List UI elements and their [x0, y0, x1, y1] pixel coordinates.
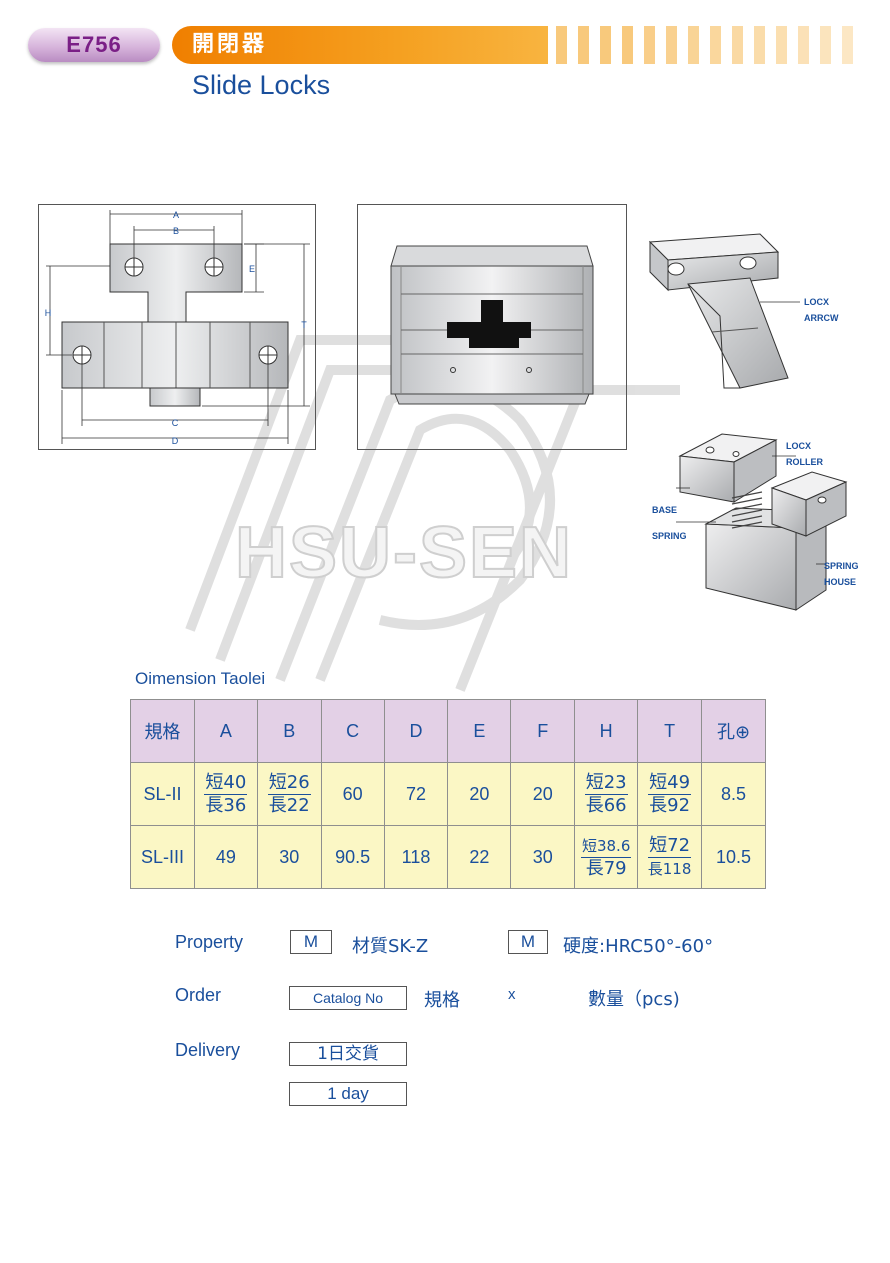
cell-spec: SL-III [130, 825, 195, 889]
hardness-grade-box: M [508, 930, 548, 954]
dim-label-h: H [45, 308, 52, 318]
callout-lock-roller-2: ROLLER [786, 457, 823, 467]
dim-label-t: T [301, 320, 307, 330]
cell-h-long: 長79 [585, 857, 627, 879]
cell-h-short: 短23 [584, 771, 628, 795]
callout-spring-house-1: SPRING [824, 561, 859, 571]
col-header-c: C [320, 699, 385, 763]
col-header-t: T [637, 699, 703, 763]
table-row: SL-III 49 30 90.5 118 22 30 短38.6 長79 短7… [130, 825, 766, 889]
order-label: Order [175, 985, 222, 1005]
cell-a: 短40 長36 [193, 762, 258, 826]
cell-hole: 10.5 [701, 825, 766, 889]
cell-t-long: 長118 [647, 859, 692, 878]
title-chinese: 開閉器 [192, 32, 268, 57]
delivery-label: Delivery [175, 1040, 241, 1060]
title-bar [172, 26, 548, 64]
order-qty-text: 數量（pcs) [588, 989, 680, 1010]
cell-h-short: 短38.6 [580, 835, 632, 858]
order-spec-text: 規格 [424, 990, 460, 1011]
cell-a: 49 [193, 825, 258, 889]
cell-h: 短23 長66 [574, 762, 639, 826]
col-header-a: A [193, 699, 258, 763]
callout-lock-arrow-2: ARRCW [804, 313, 839, 323]
callout-lock-roller-1: LOCX [786, 441, 812, 451]
cell-c: 90.5 [320, 825, 385, 889]
cell-d: 118 [383, 825, 449, 889]
catalog-code: E756 [66, 32, 122, 57]
mould-view-frame [357, 204, 627, 450]
callout-lock-arrow-1: LOCX [804, 297, 830, 307]
hardness-text: 硬度:HRC50°-60° [563, 936, 714, 957]
property-label: Property [175, 932, 244, 952]
order-multiply: x [508, 986, 516, 1003]
callout-base: BASE [652, 505, 678, 515]
assembly-drawing [676, 433, 848, 611]
cell-t-short: 短49 [648, 771, 692, 795]
cell-d: 72 [383, 762, 449, 826]
cell-t-short: 短72 [647, 834, 692, 858]
dim-label-e: E [249, 264, 255, 274]
catalog-no-box: Catalog No [289, 986, 407, 1010]
cell-f: 30 [510, 825, 576, 889]
cell-h: 短38.6 長79 [574, 825, 639, 889]
cell-c: 60 [320, 762, 385, 826]
mould-view-drawing [390, 245, 594, 405]
cell-e: 20 [447, 762, 512, 826]
table-title: Oimension Taolei [135, 669, 266, 688]
cell-t: 短72 長118 [637, 825, 703, 889]
col-header-b: B [256, 699, 322, 763]
dimension-drawing-frame [38, 204, 316, 450]
col-header-h: H [574, 699, 639, 763]
cell-b: 30 [256, 825, 322, 889]
dimension-table: 規格 A B C D E F H T 孔⊕ SL-II 短40 長36 短26 … [130, 699, 766, 889]
title-english: Slide Locks [192, 70, 331, 100]
cell-a-long: 長36 [205, 794, 247, 816]
lock-arrow-drawing [648, 233, 800, 389]
catalog-code-pill [28, 28, 160, 62]
cell-b-long: 長22 [268, 794, 310, 816]
cell-a-short: 短40 [204, 771, 248, 795]
dim-label-d: D [172, 436, 179, 446]
dimension-drawing: A B E H T C D [45, 210, 310, 446]
cell-f: 20 [510, 762, 576, 826]
callout-lock-roller: LOCX ROLLER [786, 438, 823, 470]
col-header-e: E [447, 699, 512, 763]
col-header-d: D [383, 699, 449, 763]
dim-label-c: C [172, 418, 179, 428]
cell-spec: SL-II [130, 762, 195, 826]
cell-b-short: 短26 [267, 771, 311, 795]
table-header-row: 規格 A B C D E F H T 孔⊕ [130, 699, 766, 763]
col-header-hole: 孔⊕ [701, 699, 766, 763]
property-grade-box: M [290, 930, 332, 954]
cell-b: 短26 長22 [256, 762, 322, 826]
cell-h-long: 長66 [585, 794, 627, 816]
col-header-spec: 規格 [130, 699, 195, 763]
callout-spring-house: SPRING HOUSE [824, 558, 859, 590]
material-text: 材質SK-Z [352, 936, 429, 957]
delivery-en-box: 1 day [289, 1082, 407, 1106]
table-row: SL-II 短40 長36 短26 長22 60 72 20 20 短23 長6… [130, 762, 766, 826]
cell-hole: 8.5 [701, 762, 766, 826]
cell-t: 短49 長92 [637, 762, 703, 826]
callout-spring-house-2: HOUSE [824, 577, 857, 587]
watermark-text: HSU-SEN [234, 512, 574, 594]
dim-label-b: B [173, 226, 179, 236]
col-header-f: F [510, 699, 576, 763]
dim-label-a: A [173, 210, 179, 220]
callout-spring: SPRING [652, 531, 687, 541]
cell-t-long: 長92 [649, 794, 691, 816]
delivery-zh-box: 1日交貨 [289, 1042, 407, 1066]
callout-lock-arrow: LOCX ARRCW [804, 294, 839, 326]
cell-e: 22 [447, 825, 512, 889]
